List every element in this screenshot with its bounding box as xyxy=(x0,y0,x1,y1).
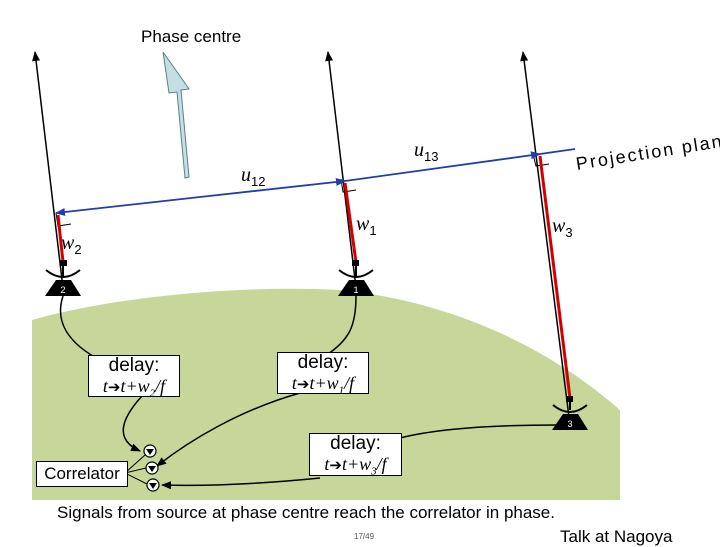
correlator-input-icon xyxy=(143,444,157,458)
delay-box-2: delay: t➔t+w2/f xyxy=(88,355,180,400)
delay-w2 xyxy=(56,214,65,263)
antenna-icon xyxy=(552,396,588,430)
correlator-link xyxy=(124,472,148,485)
antenna-2-number: 2 xyxy=(60,285,66,295)
baseline-u13 xyxy=(344,151,541,182)
signal-cable-1-to-delay xyxy=(324,295,357,357)
delay-w3-label: w3 xyxy=(552,215,573,240)
antenna-3-number: 3 xyxy=(567,419,573,429)
correlator-input-icon xyxy=(146,478,160,492)
phase-centre-label: Phase centre xyxy=(141,27,242,46)
delay-w1-label: w1 xyxy=(356,213,377,238)
source-direction-line-3 xyxy=(520,51,571,426)
projection-plane-label: Projection plane xyxy=(574,129,720,174)
delay-w1 xyxy=(343,182,358,263)
delay-w2-label: w2 xyxy=(61,232,82,257)
signal-cable-delay3-to-correlator xyxy=(161,477,321,490)
delay-w3 xyxy=(538,155,572,399)
signal-cable-delay1-to-correlator xyxy=(156,392,301,467)
correlator-input-icon xyxy=(145,461,159,475)
delay-box-3: delay: t➔t+w3/f xyxy=(309,433,402,478)
antenna-icon xyxy=(338,260,374,296)
correlator-link xyxy=(124,454,146,474)
ground-region xyxy=(32,288,620,500)
correlator-box: Correlator xyxy=(36,461,128,487)
delay-box-1: delay: t➔t+w1/f xyxy=(277,352,369,397)
antenna-1-number: 1 xyxy=(353,285,359,295)
baseline-u12 xyxy=(199,178,346,198)
footer-text: Talk at Nagoya xyxy=(560,527,673,546)
baseline-u12 xyxy=(55,196,201,216)
caption: Signals from source at phase centre reac… xyxy=(57,503,555,522)
baseline-u13-label: u13 xyxy=(414,139,439,164)
phase-centre-arrow xyxy=(162,51,190,179)
antenna-icon xyxy=(45,260,81,296)
page-number: 17/49 xyxy=(354,532,375,541)
source-direction-line-2 xyxy=(32,51,64,289)
signal-cable-3-to-delay xyxy=(399,424,558,439)
source-direction-line-1 xyxy=(325,51,357,289)
baseline-u12-label: u12 xyxy=(241,164,266,189)
signal-cable-delay2-to-correlator xyxy=(122,395,143,452)
correlator-link xyxy=(124,467,147,474)
projection-plane-line xyxy=(539,148,576,155)
